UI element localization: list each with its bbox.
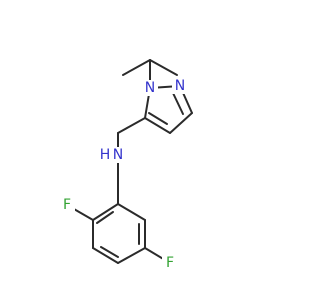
- bond-isopropyl-methyl-right: [149, 59, 178, 76]
- atom-label-background: [100, 147, 126, 163]
- atom-label-n-pyrazole-1: N: [145, 80, 155, 96]
- atom-label-background: [162, 255, 178, 271]
- atom-label-background: [142, 80, 158, 96]
- bond-ring-c1-c2-double: [96, 211, 114, 224]
- atom-label-background: [172, 78, 188, 94]
- molecule-structure: N N H N F F: [59, 59, 193, 271]
- bond-layer: [66, 59, 193, 264]
- atom-layer: N N H N F F: [59, 78, 188, 271]
- atom-label-n-amine: N: [113, 147, 123, 163]
- bond-c4-c5: [144, 117, 171, 134]
- atom-label-f-ortho: F: [63, 197, 71, 213]
- bond-ring-c4-c5: [117, 247, 146, 264]
- bond-c3-c4: [169, 112, 193, 134]
- bond-c5-ch2: [117, 117, 146, 134]
- bond-ring-c3-c4-double: [100, 246, 119, 258]
- atom-label-background: [59, 197, 75, 213]
- bond-c4-c5-double: [148, 112, 168, 125]
- atom-label-f-meta: F: [166, 255, 174, 271]
- bond-isopropyl-methyl-left: [122, 59, 151, 76]
- bond-n2-c3-double: [172, 92, 184, 115]
- bond-ring-c3-c4: [92, 247, 119, 264]
- atom-label-h-amine: H: [100, 147, 111, 163]
- atom-label-n-pyrazole-2: N: [175, 78, 185, 94]
- bond-ring-c6-c1: [117, 203, 146, 221]
- bond-ring-c1-c2: [92, 203, 119, 221]
